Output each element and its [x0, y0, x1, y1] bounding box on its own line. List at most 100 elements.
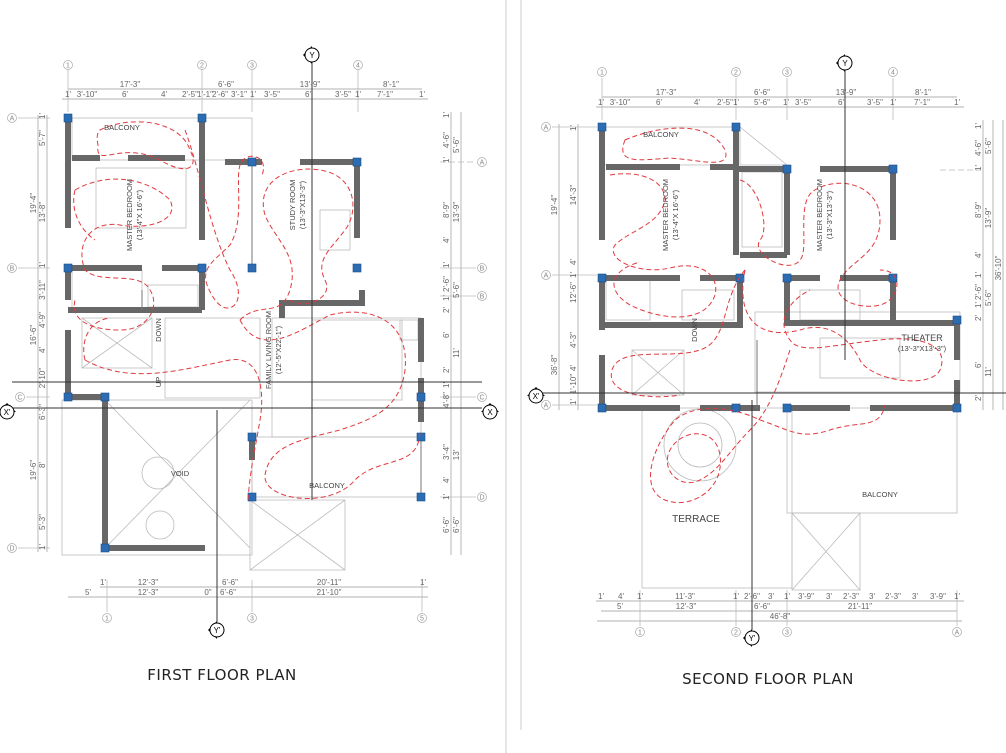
grid-marker: 2 — [200, 63, 204, 70]
dimension-label: 6'-6" — [222, 578, 238, 587]
grid-marker: B — [480, 294, 485, 301]
room-label-family-living: FAMILY LIVING ROOM — [264, 311, 273, 389]
dimension-label: 5'-6" — [984, 290, 993, 306]
dimension-label: 4' — [569, 259, 578, 265]
dimension-label: 5'-6" — [452, 282, 461, 298]
dimension-label: 1' — [598, 592, 604, 601]
dimension-label: 2'-6" — [569, 282, 578, 298]
dimension-label: 13'-9" — [300, 80, 321, 89]
dimension-label: 3' — [869, 592, 875, 601]
dimension-label: 36'-10" — [994, 255, 1003, 280]
grid-marker: 4 — [891, 70, 895, 77]
dimension-label: 1' — [569, 399, 578, 405]
dimension-label: 12'-3" — [138, 588, 159, 597]
dimension-label: 2'-5" — [182, 90, 198, 99]
dimension-label: 2'-6" — [442, 276, 451, 292]
dimension-label: 3'-9" — [798, 592, 814, 601]
grid-bubble — [102, 613, 112, 623]
grid-marker: A — [480, 160, 485, 167]
axis-bubble — [837, 55, 853, 71]
room-label-study-room: STUDY ROOM — [288, 180, 297, 231]
grid-bubble — [7, 543, 17, 553]
axis-y-prime-bubble: Y' — [749, 634, 756, 643]
dimension-label: 1' — [442, 295, 451, 301]
structural-columns — [63, 113, 426, 553]
dimension-label: 4' — [442, 237, 451, 243]
dimension-label: 5'-3" — [38, 514, 47, 530]
dimension-label: 16'-6" — [29, 325, 38, 346]
stair-label-up: UP — [154, 377, 163, 387]
room-label-balcony: BALCONY — [862, 490, 898, 499]
dimension-label: 4'-6" — [442, 132, 451, 148]
grid-bubble — [15, 392, 25, 402]
dimension-label: 1' — [637, 592, 643, 601]
dimension-label: 17'-3" — [120, 80, 141, 89]
grid-bubble — [731, 627, 741, 637]
dimension-label: 4'-8" — [442, 392, 451, 408]
dimension-label: 6' — [305, 90, 311, 99]
dimension-label: 13'-8" — [38, 202, 47, 223]
dimension-label: 1' — [442, 382, 451, 388]
grid-marker: 1 — [105, 616, 109, 623]
room-label-balcony: BALCONY — [309, 481, 345, 490]
dimension-label: 3'-5" — [264, 90, 280, 99]
grid-marker: C — [479, 395, 484, 402]
dimension-label: 1'-10" — [569, 374, 578, 395]
dimension-label: 4' — [38, 347, 47, 353]
dimension-label: 17'-3" — [656, 88, 677, 97]
dimension-label: 19'-4" — [550, 195, 559, 216]
dimension-label: 1' — [250, 90, 256, 99]
grid-marker: A — [10, 116, 15, 123]
dimension-label: 6'-6" — [754, 602, 770, 611]
grid-bubble — [247, 613, 257, 623]
grid-marker: 1 — [66, 63, 70, 70]
dimension-label: 1' — [38, 544, 47, 550]
grid-bubble — [782, 627, 792, 637]
dimension-label: 6' — [974, 362, 983, 368]
dimension-label: 1'-1" — [197, 90, 213, 99]
dimension-label: 14'-3" — [569, 185, 578, 206]
dimension-label: 1' — [974, 165, 983, 171]
axis-bubble — [0, 404, 15, 420]
dimension-label: 6' — [122, 90, 128, 99]
dimension-label: 1' — [442, 262, 451, 268]
grid-bubble — [731, 67, 741, 77]
axis-lines — [540, 70, 1006, 630]
grid-bubble — [197, 60, 207, 70]
grid-bubble — [952, 627, 962, 637]
dimension-label: 11'-3" — [675, 592, 695, 601]
grid-marker: 5 — [420, 616, 424, 623]
grid-bubble — [7, 263, 17, 273]
circulation-path — [609, 127, 943, 504]
axis-bubble — [744, 630, 760, 646]
dimension-label: 7'-1" — [914, 98, 930, 107]
dimension-label: 3'-4" — [442, 444, 451, 460]
grid-bubble — [353, 60, 363, 70]
room-size-theater: (13'-3"X13'-3") — [898, 344, 947, 353]
dimension-label: 1' — [784, 592, 790, 601]
dimension-label: 5'-6" — [452, 137, 461, 153]
axis-bubble — [528, 388, 544, 404]
grid-bubble — [477, 392, 487, 402]
grid-bubble — [477, 157, 487, 167]
dimension-label: 8'-9" — [442, 202, 451, 218]
axis-x-prime-bubble: X' — [4, 408, 11, 417]
dimension-label: 4'-3" — [569, 332, 578, 348]
dimension-label: 4' — [974, 252, 983, 258]
dimension-label: 4'-6" — [974, 140, 983, 156]
dimension-label: 6' — [442, 332, 451, 338]
dimension-label: 3' — [826, 592, 832, 601]
grid-marker: 2 — [734, 70, 738, 77]
dimension-label: 6'-6" — [754, 88, 770, 97]
dimension-label: 13'-9" — [836, 88, 857, 97]
dimension-label: 6' — [838, 98, 844, 107]
grid-bubble — [477, 263, 487, 273]
room-label-master-bedroom: MASTER BEDROOM — [661, 179, 670, 251]
grid-bubble — [541, 122, 551, 132]
room-size-family-living: (12'-5"X22'-1") — [274, 325, 283, 374]
dimension-label: 3' — [912, 592, 918, 601]
room-label-balcony: BALCONY — [643, 130, 679, 139]
grid-bubble — [541, 400, 551, 410]
dimension-label: 6'-6" — [452, 517, 461, 533]
dimension-label: 1' — [733, 592, 739, 601]
